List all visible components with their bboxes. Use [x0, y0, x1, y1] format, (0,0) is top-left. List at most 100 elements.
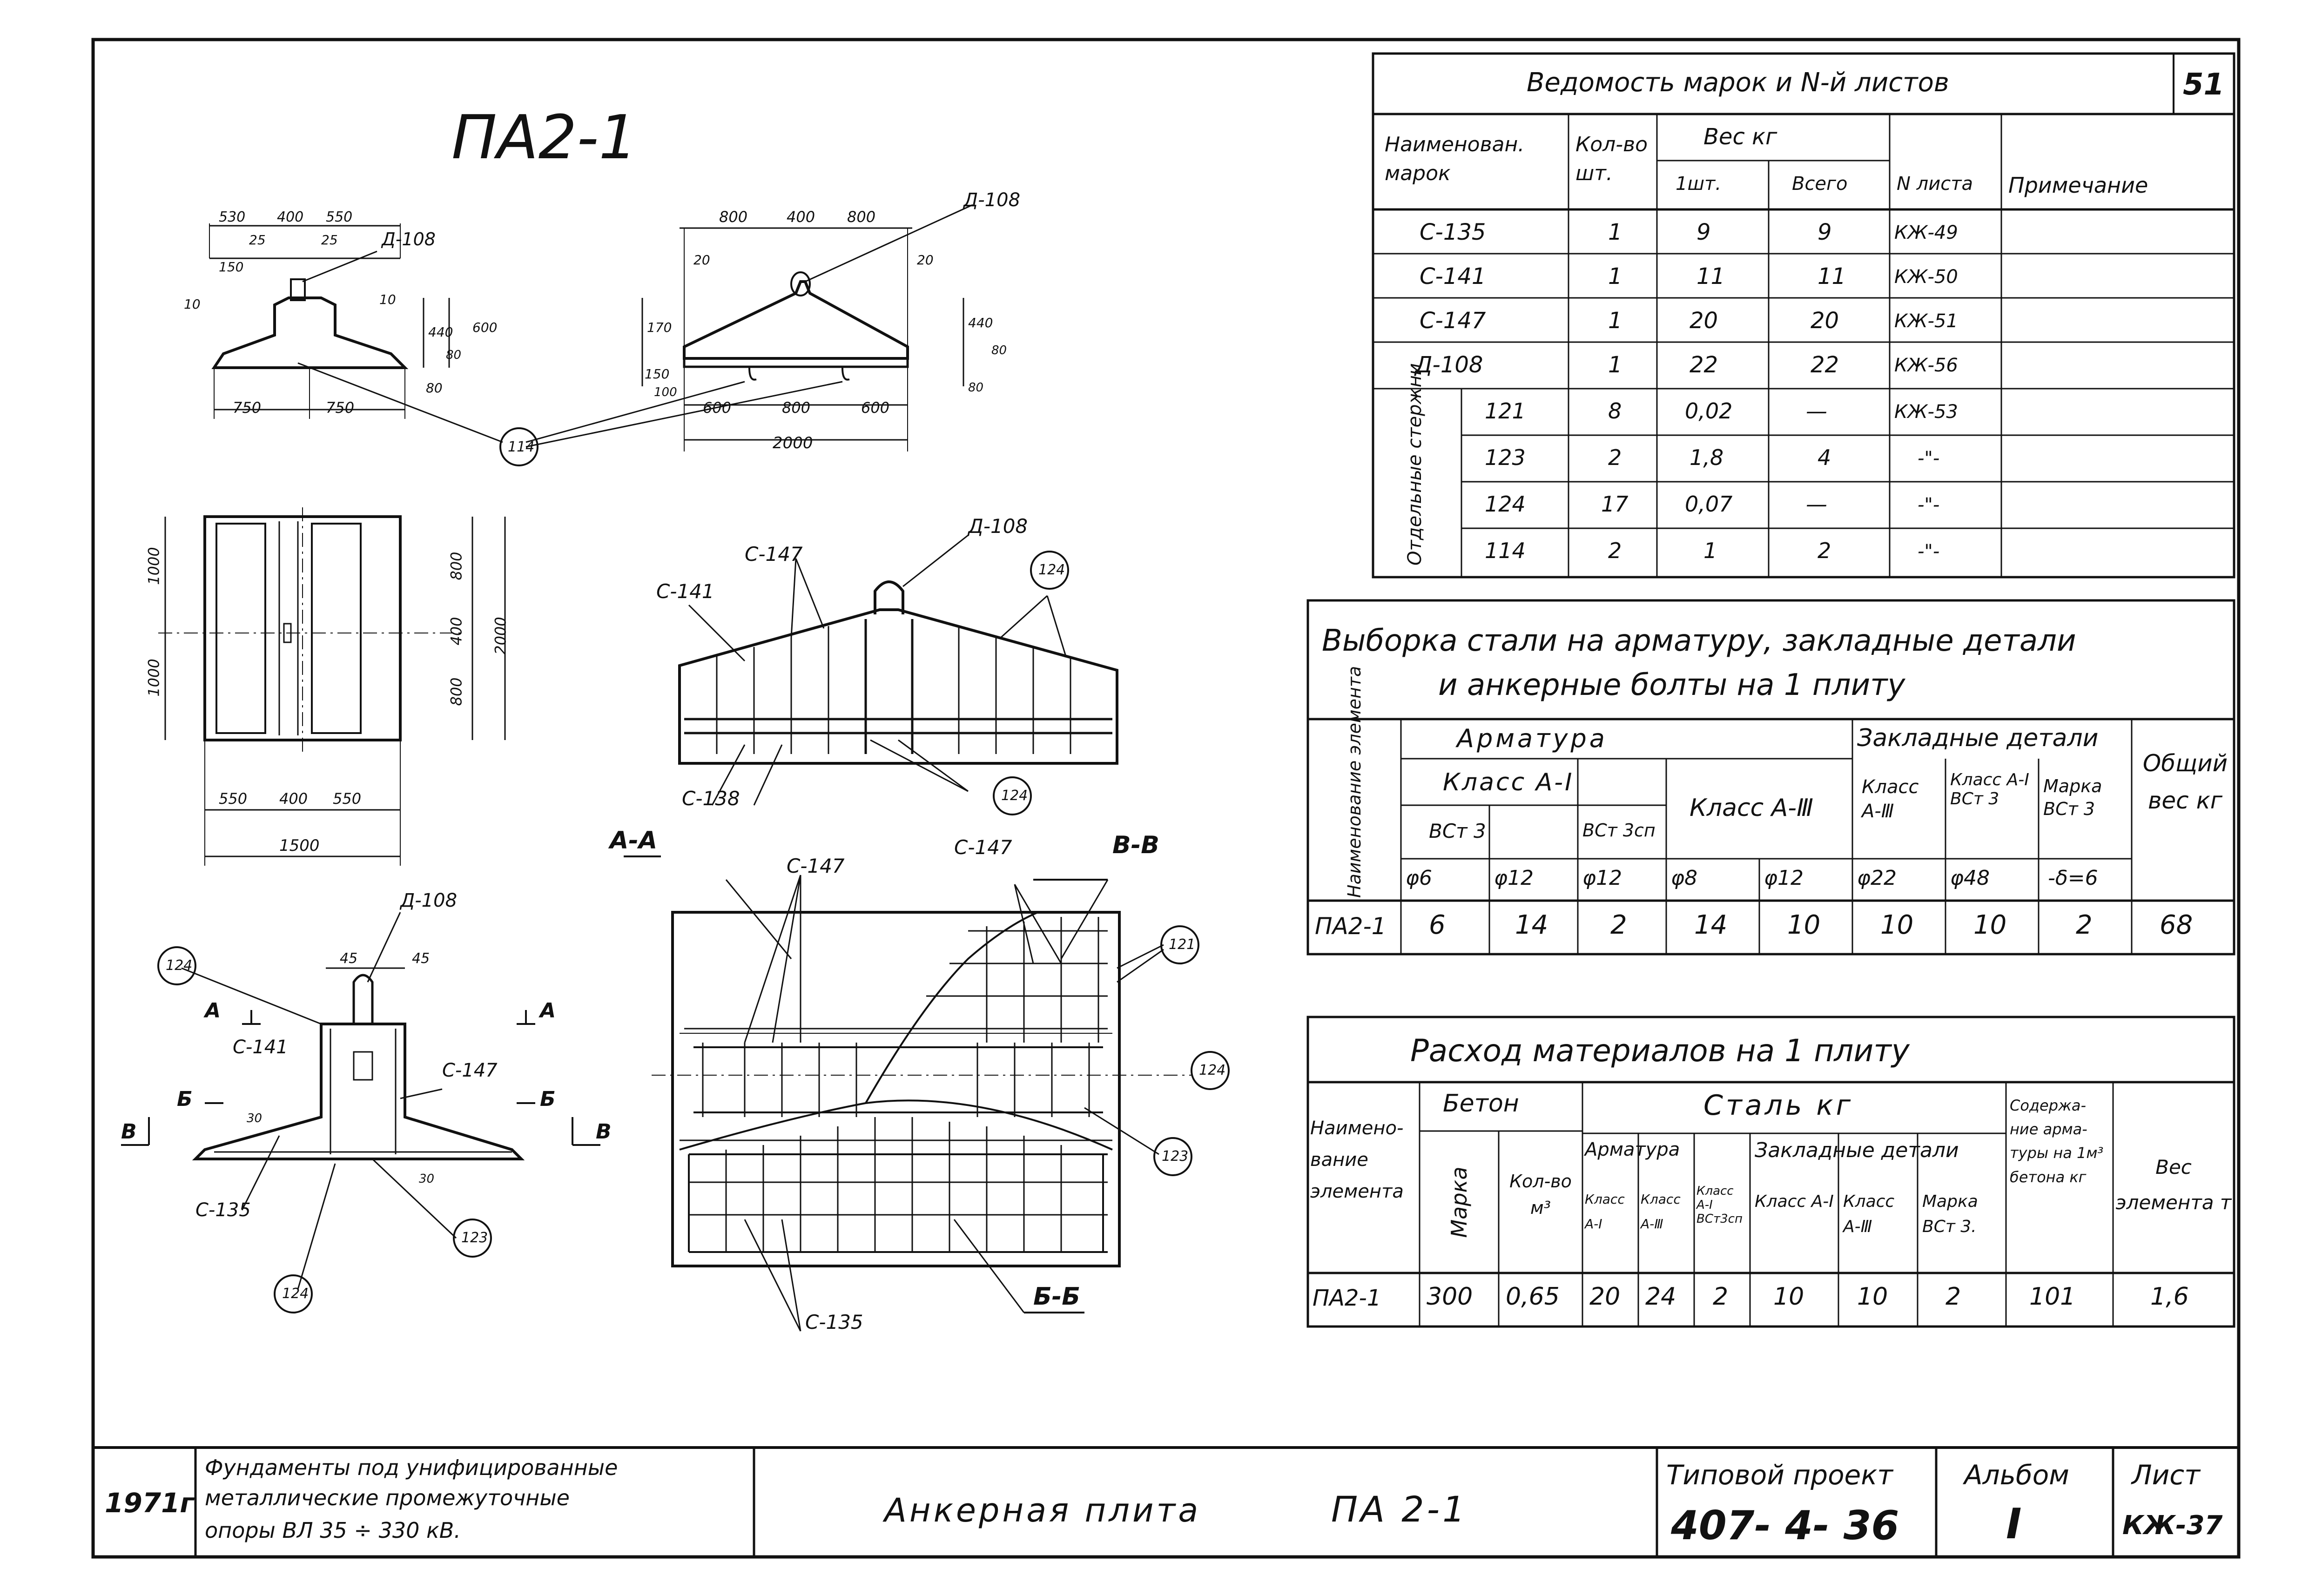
dim-text: 400	[787, 208, 815, 226]
dim-text: 25	[249, 232, 266, 248]
callout-124-d: 124	[282, 1286, 309, 1302]
callout-123-a: 123	[461, 1230, 488, 1246]
mat-header-armatura: Арматура	[1585, 1139, 1680, 1160]
dim-text: 800	[447, 677, 465, 706]
callout-124-e: 124	[1199, 1062, 1226, 1078]
mark-sheet: -"-	[1918, 448, 1940, 469]
mat-cell: 20	[1589, 1283, 1621, 1311]
mat-header-name: Наимено- вание элемента	[1310, 1118, 1404, 1202]
steel-header-emb-a3: Класс А-Ⅲ	[1862, 776, 1919, 822]
diameter-label: -δ=6	[2048, 866, 2098, 890]
label-c147-b: С-147	[442, 1060, 498, 1081]
label-c147-a: С-147	[745, 543, 803, 566]
steel-cell: 10	[1973, 910, 2007, 940]
title-doc-name: Анкерная плита	[884, 1491, 1201, 1529]
dim-text: 80	[991, 343, 1007, 357]
mark-total: —	[1806, 492, 1827, 517]
title-desc-1: Фундаменты под унифицированные	[205, 1455, 618, 1480]
steel-table-grid	[1306, 599, 2235, 956]
diameter-label: φ12	[1582, 866, 1622, 890]
mark-unit: 1	[1703, 538, 1717, 563]
mark-unit: 1,8	[1690, 445, 1724, 470]
diameter-label: φ22	[1857, 866, 1897, 890]
mark-unit: 11	[1696, 263, 1725, 290]
mark-total: 9	[1818, 219, 1832, 245]
dim-text: 80	[446, 348, 462, 362]
rebar-elevation	[678, 534, 1118, 806]
mark-qty: 17	[1601, 492, 1629, 517]
diameter-label: φ12	[1764, 866, 1804, 890]
dim-text: 170	[647, 320, 672, 335]
steel-row-name: ПА2-1	[1315, 913, 1387, 940]
mark-name: С-141	[1420, 263, 1486, 290]
marks-header-qty: Кол-во шт.	[1575, 133, 1648, 185]
dim-text: 750	[233, 399, 262, 417]
mark-sheet: КЖ-51	[1894, 310, 1958, 332]
mat-header-embedded: Закладные детали	[1755, 1138, 1959, 1162]
mark-sheet: -"-	[1918, 494, 1940, 516]
cut-mark-v-right: В	[596, 1120, 612, 1144]
label-d108-a: Д-108	[382, 229, 436, 249]
callout-circle-124a	[1030, 551, 1069, 590]
dim-text: 800	[782, 399, 811, 417]
label-c141-b: С-141	[233, 1037, 288, 1058]
callout-124-a: 124	[1038, 562, 1065, 578]
mat-header-k-a3: Класс А-Ⅲ	[1641, 1192, 1681, 1232]
mark-total: 2	[1818, 538, 1831, 563]
steel-cell: 10	[1880, 910, 1914, 940]
mark-sheet: КЖ-53	[1894, 401, 1958, 423]
cut-mark-b-right: Б	[540, 1087, 556, 1111]
dim-text: 1500	[279, 836, 320, 855]
callout-circle-123a	[453, 1219, 492, 1258]
mat-cell: 24	[1645, 1283, 1676, 1311]
dim-text: 2000	[773, 434, 813, 452]
callout-circle-114	[499, 427, 539, 466]
steel-header-name: Наименование элемента	[1344, 666, 1365, 898]
plan-section	[624, 855, 1192, 1332]
dim-text: 400	[279, 790, 308, 808]
steel-cell: 6	[1429, 910, 1446, 940]
label-c147-d: С-147	[954, 836, 1012, 859]
dim-text: 150	[219, 259, 244, 275]
mark-name: 124	[1485, 492, 1526, 517]
label-section-aa: А-А	[610, 827, 658, 855]
diameter-label: φ12	[1494, 866, 1534, 890]
title-year: 1971г	[105, 1487, 194, 1519]
mat-cell: 0,65	[1506, 1283, 1560, 1311]
steel-cell: 2	[1610, 910, 1627, 940]
steel-header-vst3: ВСт 3	[1429, 820, 1486, 842]
cut-mark-a-left: А	[205, 999, 221, 1023]
mark-sheet: -"-	[1918, 541, 1940, 562]
dim-text: 10	[379, 292, 396, 307]
cross-section	[121, 912, 600, 1290]
steel-header-vst3sp: ВСт 3сп	[1582, 820, 1656, 841]
diameter-label: φ6	[1406, 866, 1433, 890]
callout-circle-124d	[274, 1274, 313, 1313]
mark-qty: 2	[1608, 538, 1622, 563]
mark-sheet: КЖ-50	[1894, 266, 1958, 288]
dim-text: 400	[277, 209, 304, 225]
steel-header-armatura: Арматура	[1457, 724, 1608, 753]
mat-header-z-mark: Марка ВСт 3.	[1922, 1192, 1978, 1236]
elevation-right	[525, 204, 973, 451]
mark-qty: 1	[1608, 219, 1622, 245]
dim-text: 30	[247, 1111, 263, 1125]
dim-text: 440	[968, 315, 993, 330]
label-c135-b: С-135	[805, 1311, 863, 1333]
title-project-no: 407- 4- 36	[1671, 1502, 1899, 1549]
dim-text: 550	[326, 209, 353, 225]
marks-table-grid	[1372, 52, 2235, 579]
label-c147-c: С-147	[787, 855, 845, 877]
callout-circle-124b	[993, 776, 1032, 815]
callout-124-b: 124	[1001, 788, 1028, 804]
marks-group-label: Отдельные стержни	[1404, 363, 1426, 566]
callout-circle-124c	[157, 946, 196, 985]
mat-header-weight: Вес элемента т	[2115, 1156, 2232, 1214]
steel-header-emb-a1: Класс А-I ВСт 3	[1950, 770, 2029, 809]
elevation-left	[209, 223, 503, 443]
label-c135-a: С-135	[195, 1199, 251, 1221]
dim-text: 20	[917, 252, 934, 268]
dim-text: 530	[219, 209, 246, 225]
title-album-no: I	[2006, 1500, 2022, 1549]
